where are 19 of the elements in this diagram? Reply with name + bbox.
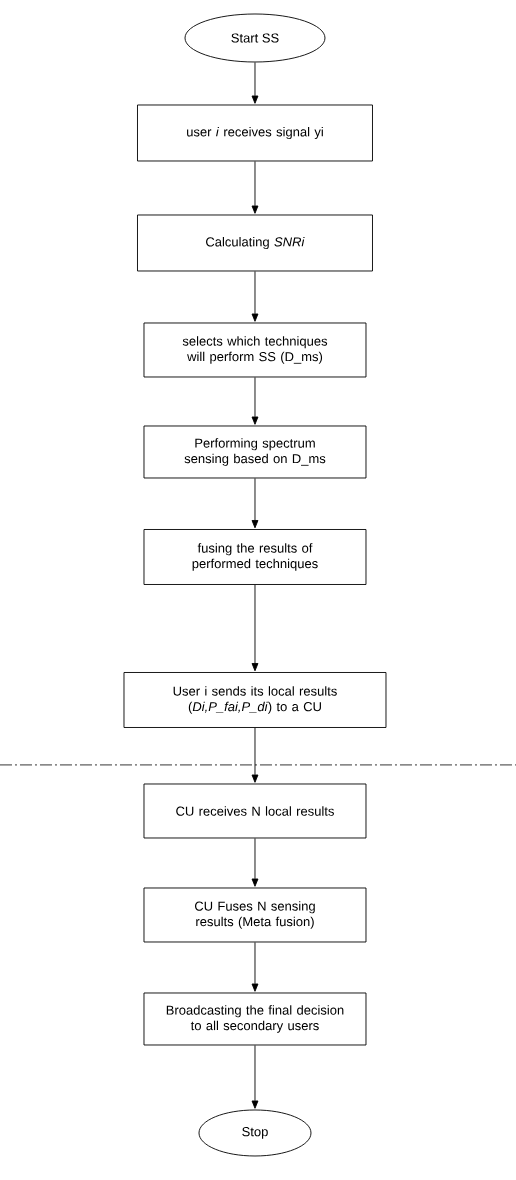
arrow <box>251 838 259 887</box>
arrow <box>251 942 259 992</box>
arrow <box>251 377 259 425</box>
arrow <box>251 271 259 322</box>
arrow <box>251 62 259 104</box>
arrow <box>251 584 259 672</box>
process-box: User i sends its local results (Di,P_fai,P_di) to a CU <box>123 672 387 728</box>
process-box: fusing the results of performed techniques <box>143 529 367 585</box>
arrow <box>251 161 259 214</box>
process-box: selects which techniques will perform SS (D_ms) <box>143 322 367 378</box>
process-box: CU receives N local results <box>143 783 367 839</box>
process-box: Broadcasting the final decision to all secondary users <box>143 992 367 1046</box>
arrow <box>251 1045 259 1109</box>
process-box: user i receives signal yi <box>137 104 373 162</box>
process-box: Calculating SNRi <box>137 214 373 272</box>
process-box: CU Fuses N sensing results (Meta fusion) <box>143 887 367 943</box>
arrow <box>251 727 259 783</box>
arrow <box>251 478 259 529</box>
process-box: Performing spectrum sensing based on D_ms <box>143 425 367 479</box>
